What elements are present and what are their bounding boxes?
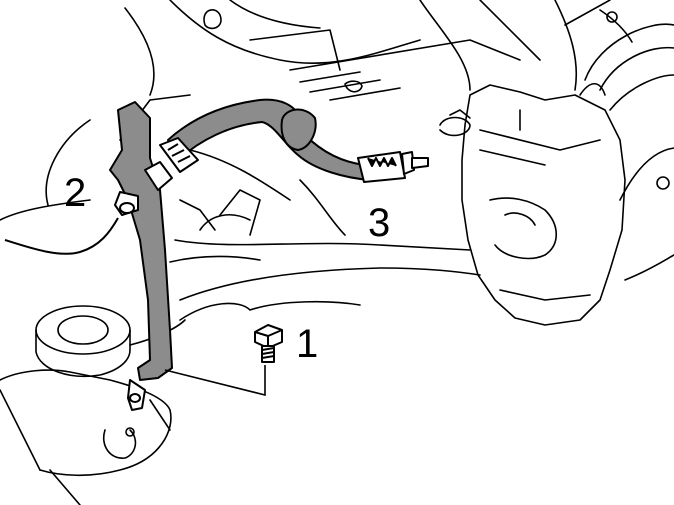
hose-bracket [109,101,173,411]
callout-brake-hose-label: 3 [368,201,391,245]
callout-bolt-label: 1 [296,322,319,366]
wiring-harness [4,217,119,255]
brake-hose [144,98,429,191]
callout-bracket-label: 2 [64,171,87,215]
bolt [254,324,283,363]
leader-lines [164,365,266,397]
